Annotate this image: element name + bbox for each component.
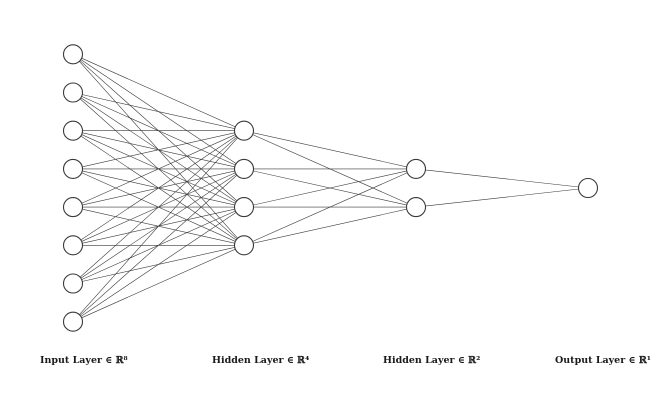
hidden2-neuron-2 xyxy=(405,197,427,218)
neurons-group xyxy=(62,44,599,332)
hidden2-neuron-1 xyxy=(405,158,427,179)
edge-input-2-to-hidden1-1 xyxy=(72,92,245,131)
edge-input-8-to-hidden1-3 xyxy=(72,206,245,322)
input-neuron-2 xyxy=(62,82,84,103)
input-neuron-5 xyxy=(62,197,84,218)
input-neuron-1 xyxy=(62,44,84,65)
hidden1-neuron-3 xyxy=(233,197,255,218)
edge-hidden1-3-to-hidden2-1 xyxy=(243,168,417,208)
edge-hidden1-1-to-hidden2-1 xyxy=(243,130,417,170)
input-neuron-8 xyxy=(62,311,84,332)
edge-hidden1-4-to-hidden2-1 xyxy=(243,168,417,246)
connections-group xyxy=(72,54,589,322)
hidden1-neuron-1 xyxy=(233,120,255,141)
edge-input-8-to-hidden1-4 xyxy=(72,245,245,322)
hidden1-neuron-2 xyxy=(233,158,255,179)
input-neuron-6 xyxy=(62,235,84,256)
hidden-layer-2-label: Hidden Layer ∈ ℝ² xyxy=(383,355,481,366)
input-neuron-3 xyxy=(62,120,84,141)
input-neuron-7 xyxy=(62,273,84,294)
edge-hidden1-4-to-hidden2-2 xyxy=(243,206,417,246)
output-layer-label: Output Layer ∈ ℝ¹ xyxy=(555,355,651,366)
edge-input-4-to-hidden1-1 xyxy=(72,130,245,170)
output-neuron-1 xyxy=(577,177,599,199)
edge-input-8-to-hidden1-2 xyxy=(72,168,245,322)
edge-input-1-to-hidden1-1 xyxy=(72,54,245,131)
edge-input-8-to-hidden1-1 xyxy=(72,130,245,322)
hidden-layer-1-label: Hidden Layer ∈ ℝ⁴ xyxy=(212,355,310,366)
edge-input-5-to-hidden1-1 xyxy=(72,130,245,208)
input-neuron-4 xyxy=(62,158,84,179)
hidden1-neuron-4 xyxy=(233,235,255,256)
edge-hidden2-2-to-output-1 xyxy=(415,187,589,208)
edge-hidden2-1-to-output-1 xyxy=(415,168,589,189)
edge-input-7-to-hidden1-1 xyxy=(72,130,245,284)
input-layer-label: Input Layer ∈ ℝ⁸ xyxy=(40,355,128,366)
edge-input-6-to-hidden1-1 xyxy=(72,130,245,246)
